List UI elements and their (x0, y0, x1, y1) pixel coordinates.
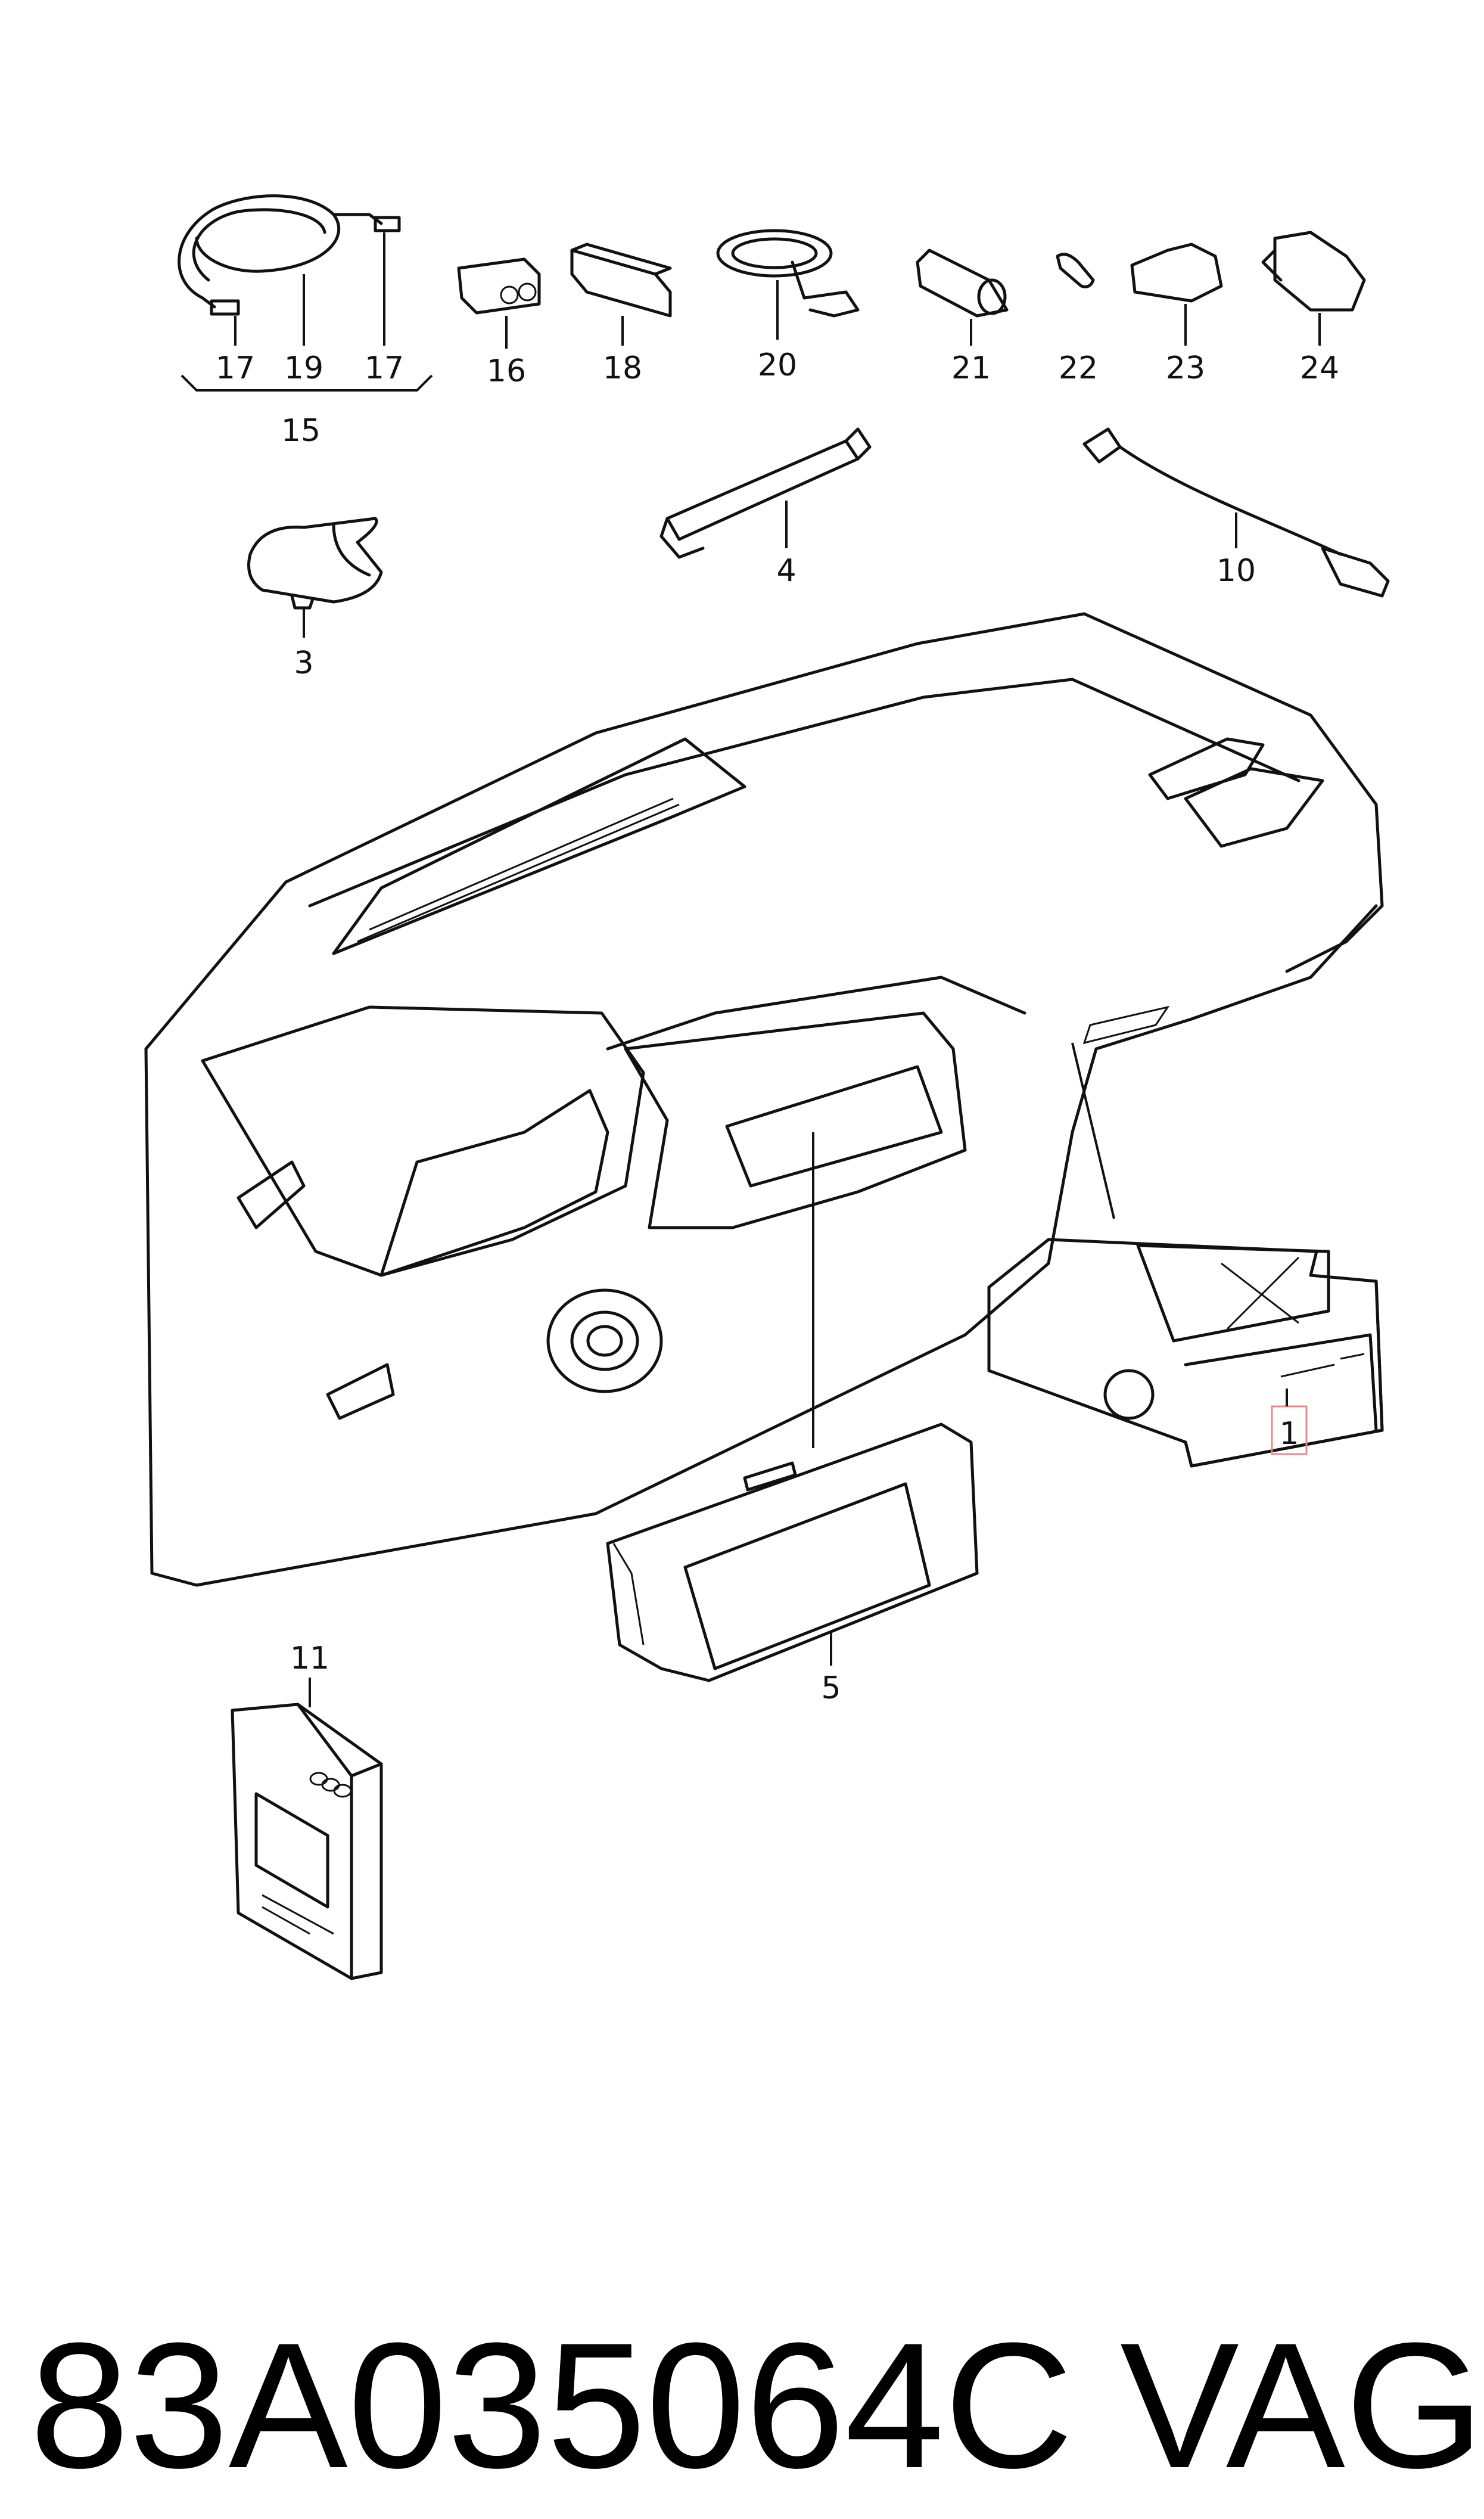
callout-18: 18 (603, 350, 642, 386)
callout-15: 15 (281, 413, 321, 449)
callout-1-highlight (1271, 1405, 1308, 1455)
callout-16: 16 (487, 353, 526, 389)
part-roof-antenna-3 (247, 517, 383, 638)
callout-17b: 17 (365, 350, 404, 386)
brand: VAG (1120, 2305, 1484, 2505)
callout-4: 4 (776, 553, 796, 589)
part-connector-16 (457, 257, 541, 349)
part-number: 83A035064C (30, 2305, 1074, 2505)
callout-10: 10 (1217, 553, 1256, 589)
part-antenna-module-4 (659, 427, 872, 559)
part-plug-24 (1261, 231, 1366, 346)
callout-11: 11 (290, 1641, 329, 1676)
callout-3: 3 (294, 645, 313, 681)
part-sleeve-21 (916, 249, 1009, 346)
callout-5: 5 (821, 1670, 841, 1706)
callout-19: 19 (284, 350, 323, 386)
callout-1[interactable]: 1 (1279, 1416, 1299, 1452)
callout-20: 20 (758, 347, 797, 383)
part-manual-11 (231, 1678, 383, 1980)
callout-22: 22 (1059, 350, 1098, 386)
part-coiled-cable (178, 194, 433, 392)
callout-24: 24 (1300, 350, 1339, 386)
callout-21: 21 (951, 350, 991, 386)
part-pin-22 (1056, 253, 1095, 288)
part-ring-20 (716, 229, 860, 340)
part-housing-18 (570, 243, 672, 346)
dashboard-assembly (144, 612, 1384, 1587)
callout-23: 23 (1166, 350, 1205, 386)
part-cap-23 (1130, 243, 1223, 346)
callout-17a: 17 (216, 350, 255, 386)
part-head-unit-1[interactable] (987, 1238, 1384, 1468)
part-cable-10 (1082, 427, 1390, 598)
part-display-5 (606, 1422, 979, 1682)
